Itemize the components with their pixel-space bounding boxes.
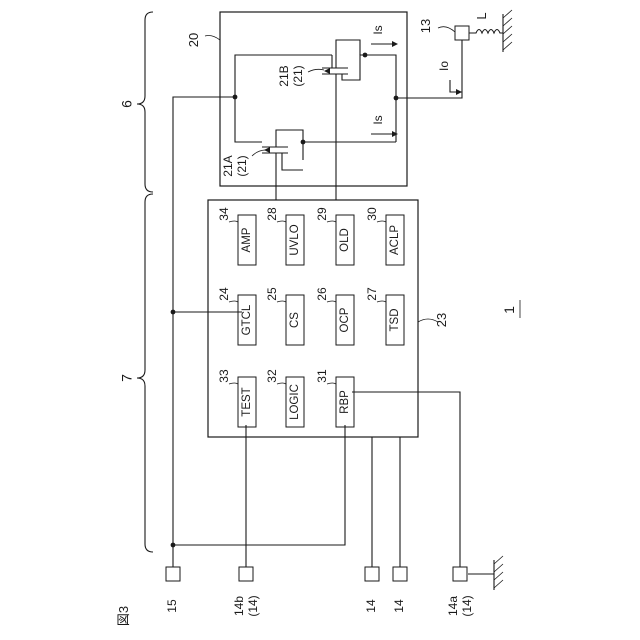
pin-15: 15 — [165, 567, 180, 613]
block-ref: 28 — [265, 207, 279, 221]
ref-load-terminal: 13 — [418, 19, 433, 33]
block-ref: 34 — [217, 207, 231, 221]
ref-control-ic: 23 — [434, 313, 449, 327]
ground-symbol-load — [503, 10, 512, 52]
brace-upper — [137, 12, 153, 192]
block-ref: 30 — [365, 207, 379, 221]
block-label: LOGIC — [289, 384, 301, 420]
figure-caption: 図3 — [116, 606, 131, 626]
pin-sublabel: (14) — [460, 595, 474, 616]
pin-label: 14 — [392, 599, 406, 613]
pin-sublabel: (14) — [246, 595, 260, 616]
junction-21a-drain — [301, 140, 306, 145]
ref-upper-section: 6 — [119, 100, 135, 108]
load-terminal-13 — [455, 26, 469, 40]
block-label: OCP — [339, 307, 351, 332]
block-label: OLD — [339, 228, 351, 252]
pin-terminal — [365, 567, 379, 581]
block-label: ACLP — [389, 225, 401, 255]
block-ref: 25 — [265, 287, 279, 301]
pin-terminal — [393, 567, 407, 581]
current-label-is-top: Is — [371, 25, 385, 34]
block-label: TSD — [389, 309, 401, 332]
ref-transistor-21a-group: (21) — [235, 155, 249, 176]
ref-transistor-21a: 21A — [221, 155, 235, 176]
pin-terminal — [239, 567, 253, 581]
inductor-coil — [469, 30, 503, 34]
pin-terminal — [453, 567, 467, 581]
pin-terminal — [166, 567, 180, 581]
junction-21b-drain — [363, 53, 368, 58]
ref-13-leader — [438, 27, 455, 32]
block-ref: 33 — [217, 369, 231, 383]
pin-14: 14 — [392, 567, 407, 613]
pin-label: 14 — [364, 599, 378, 613]
brace-lower — [137, 194, 153, 552]
block-label: AMP — [241, 227, 253, 252]
ref-device: 1 — [501, 306, 517, 314]
external-pins: 1514b(14)141414a(14) — [165, 567, 474, 617]
block-ref: 32 — [265, 369, 279, 383]
block-label: TEST — [241, 387, 253, 416]
block-label: GTCL — [241, 304, 253, 335]
block-ref: 29 — [315, 207, 329, 221]
current-label-io: Io — [437, 61, 451, 71]
block-label: UVLO — [289, 224, 301, 255]
block-ref: 31 — [315, 369, 329, 383]
current-label-is-mid: Is — [371, 115, 385, 124]
ref-switch-unit-leader — [205, 36, 220, 41]
pin-label: 15 — [165, 599, 179, 613]
ref-inductor: L — [474, 12, 489, 19]
ref-transistor-21b: 21B — [277, 65, 291, 86]
block-ref: 27 — [365, 287, 379, 301]
ref-transistor-21b-group: (21) — [291, 65, 305, 86]
ground-symbol-14a — [468, 556, 503, 590]
pin-14: 14 — [364, 567, 379, 613]
block-label: RBP — [339, 390, 351, 414]
pin-label: 14b — [232, 596, 246, 616]
block-label: CS — [289, 312, 301, 328]
block-ref: 26 — [315, 287, 329, 301]
current-arrow-io: Io — [437, 61, 462, 95]
ref-switch-unit: 20 — [186, 33, 201, 47]
block-ref: 24 — [217, 287, 231, 301]
ref-lower-section: 7 — [119, 374, 135, 382]
pin-14b: 14b(14) — [232, 567, 260, 617]
junction-rail-gtcl — [171, 310, 176, 315]
pin-label: 14a — [446, 596, 460, 616]
